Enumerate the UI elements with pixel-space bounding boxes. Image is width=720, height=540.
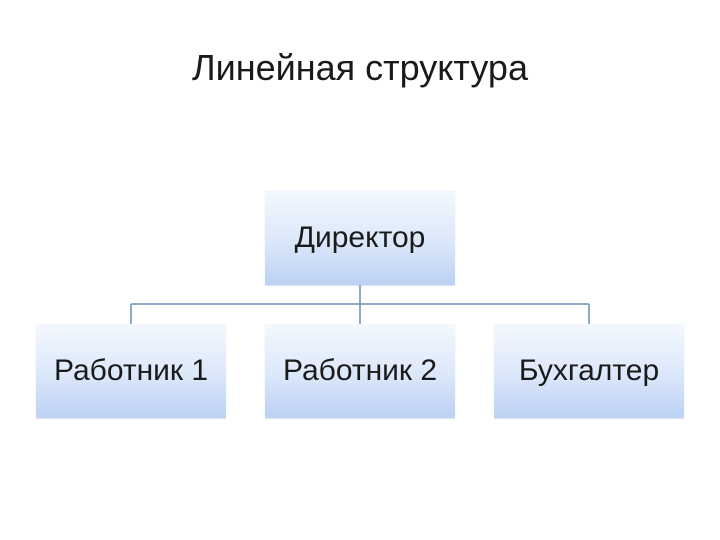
node-accountant-label: Бухгалтер [518, 354, 660, 387]
node-worker-1-label: Работник 1 [53, 354, 209, 387]
node-worker-2: Работник 2 [265, 324, 455, 418]
node-director-label: Директор [294, 220, 426, 254]
node-worker-1: Работник 1 [36, 324, 226, 418]
node-accountant: Бухгалтер [494, 324, 684, 418]
node-director: Директор [265, 190, 455, 285]
page-title: Линейная структура [192, 47, 528, 88]
node-worker-2-label: Работник 2 [282, 354, 438, 387]
